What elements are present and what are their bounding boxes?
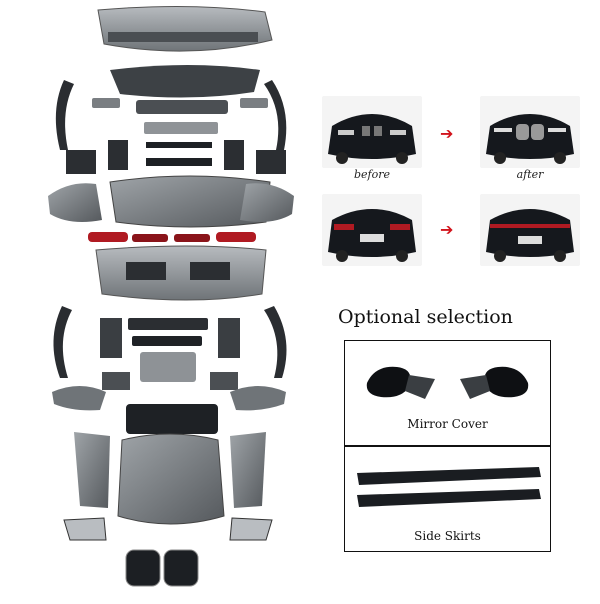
wheel-arch-right-part — [264, 306, 287, 378]
kidney-grille-part — [163, 549, 199, 587]
mirror-cover-label: Mirror Cover — [407, 417, 488, 431]
rear-diffuser-part — [110, 65, 260, 98]
rear-fender-left-part — [48, 183, 102, 222]
trim-piece-part — [210, 372, 238, 390]
bracket-part — [108, 140, 128, 170]
kidney-grille-part — [125, 549, 161, 587]
taillight-part — [216, 232, 256, 242]
bracket-part — [224, 140, 244, 170]
car-front-before-photo — [322, 96, 422, 168]
bracket-part — [66, 150, 96, 174]
air-duct-part — [132, 336, 202, 346]
fender-flare-left-part — [52, 386, 106, 411]
wheel-arch-left-part — [53, 306, 72, 378]
car-rear-after-photo — [480, 194, 580, 266]
red-arrow-icon: ➔ — [440, 220, 454, 239]
bracket-part — [146, 142, 212, 148]
car-rear-before-photo — [322, 194, 422, 266]
side-skirts-image — [357, 467, 541, 507]
license-trim-part — [144, 122, 218, 134]
reflector-part — [240, 98, 268, 108]
after-label: after — [516, 168, 544, 181]
front-fender-right-part — [230, 432, 266, 508]
mirror-cover-image — [366, 366, 529, 399]
optional-selection-heading: Optional selection — [338, 306, 513, 328]
red-arrow-icon: ➔ — [440, 124, 454, 143]
side-skirts-box: Side Skirts — [344, 446, 551, 552]
side-skirts-label: Side Skirts — [414, 529, 481, 543]
trim-piece-part — [218, 318, 240, 358]
before-label: before — [353, 168, 390, 181]
taillight-part — [132, 234, 168, 242]
taillight-part — [88, 232, 128, 242]
hood-part — [117, 433, 225, 525]
wheel-arch-left-part — [55, 80, 74, 150]
splash-shield-part — [126, 404, 218, 434]
rear-fender-right-part — [240, 183, 294, 222]
mirror-cover-box: Mirror Cover — [344, 340, 551, 446]
front-bumper-part — [95, 245, 267, 301]
front-fender-left-part — [74, 432, 110, 508]
trim-piece-part — [140, 352, 196, 382]
rear-bumper-part — [97, 5, 273, 52]
car-front-after-photo — [480, 96, 580, 168]
bracket-part — [146, 158, 212, 166]
rear-trim-part — [136, 100, 228, 114]
trunk-lid-part — [109, 175, 271, 228]
air-duct-part — [128, 318, 208, 330]
reflector-part — [92, 98, 120, 108]
headlight-right-part — [229, 517, 273, 541]
fender-flare-right-part — [230, 386, 286, 411]
taillight-part — [174, 234, 210, 242]
headlight-left-part — [63, 517, 107, 541]
bracket-part — [256, 150, 286, 174]
wheel-arch-right-part — [264, 80, 287, 150]
body-kit-parts-collage — [40, 0, 310, 600]
trim-piece-part — [102, 372, 130, 390]
trim-piece-part — [100, 318, 122, 358]
